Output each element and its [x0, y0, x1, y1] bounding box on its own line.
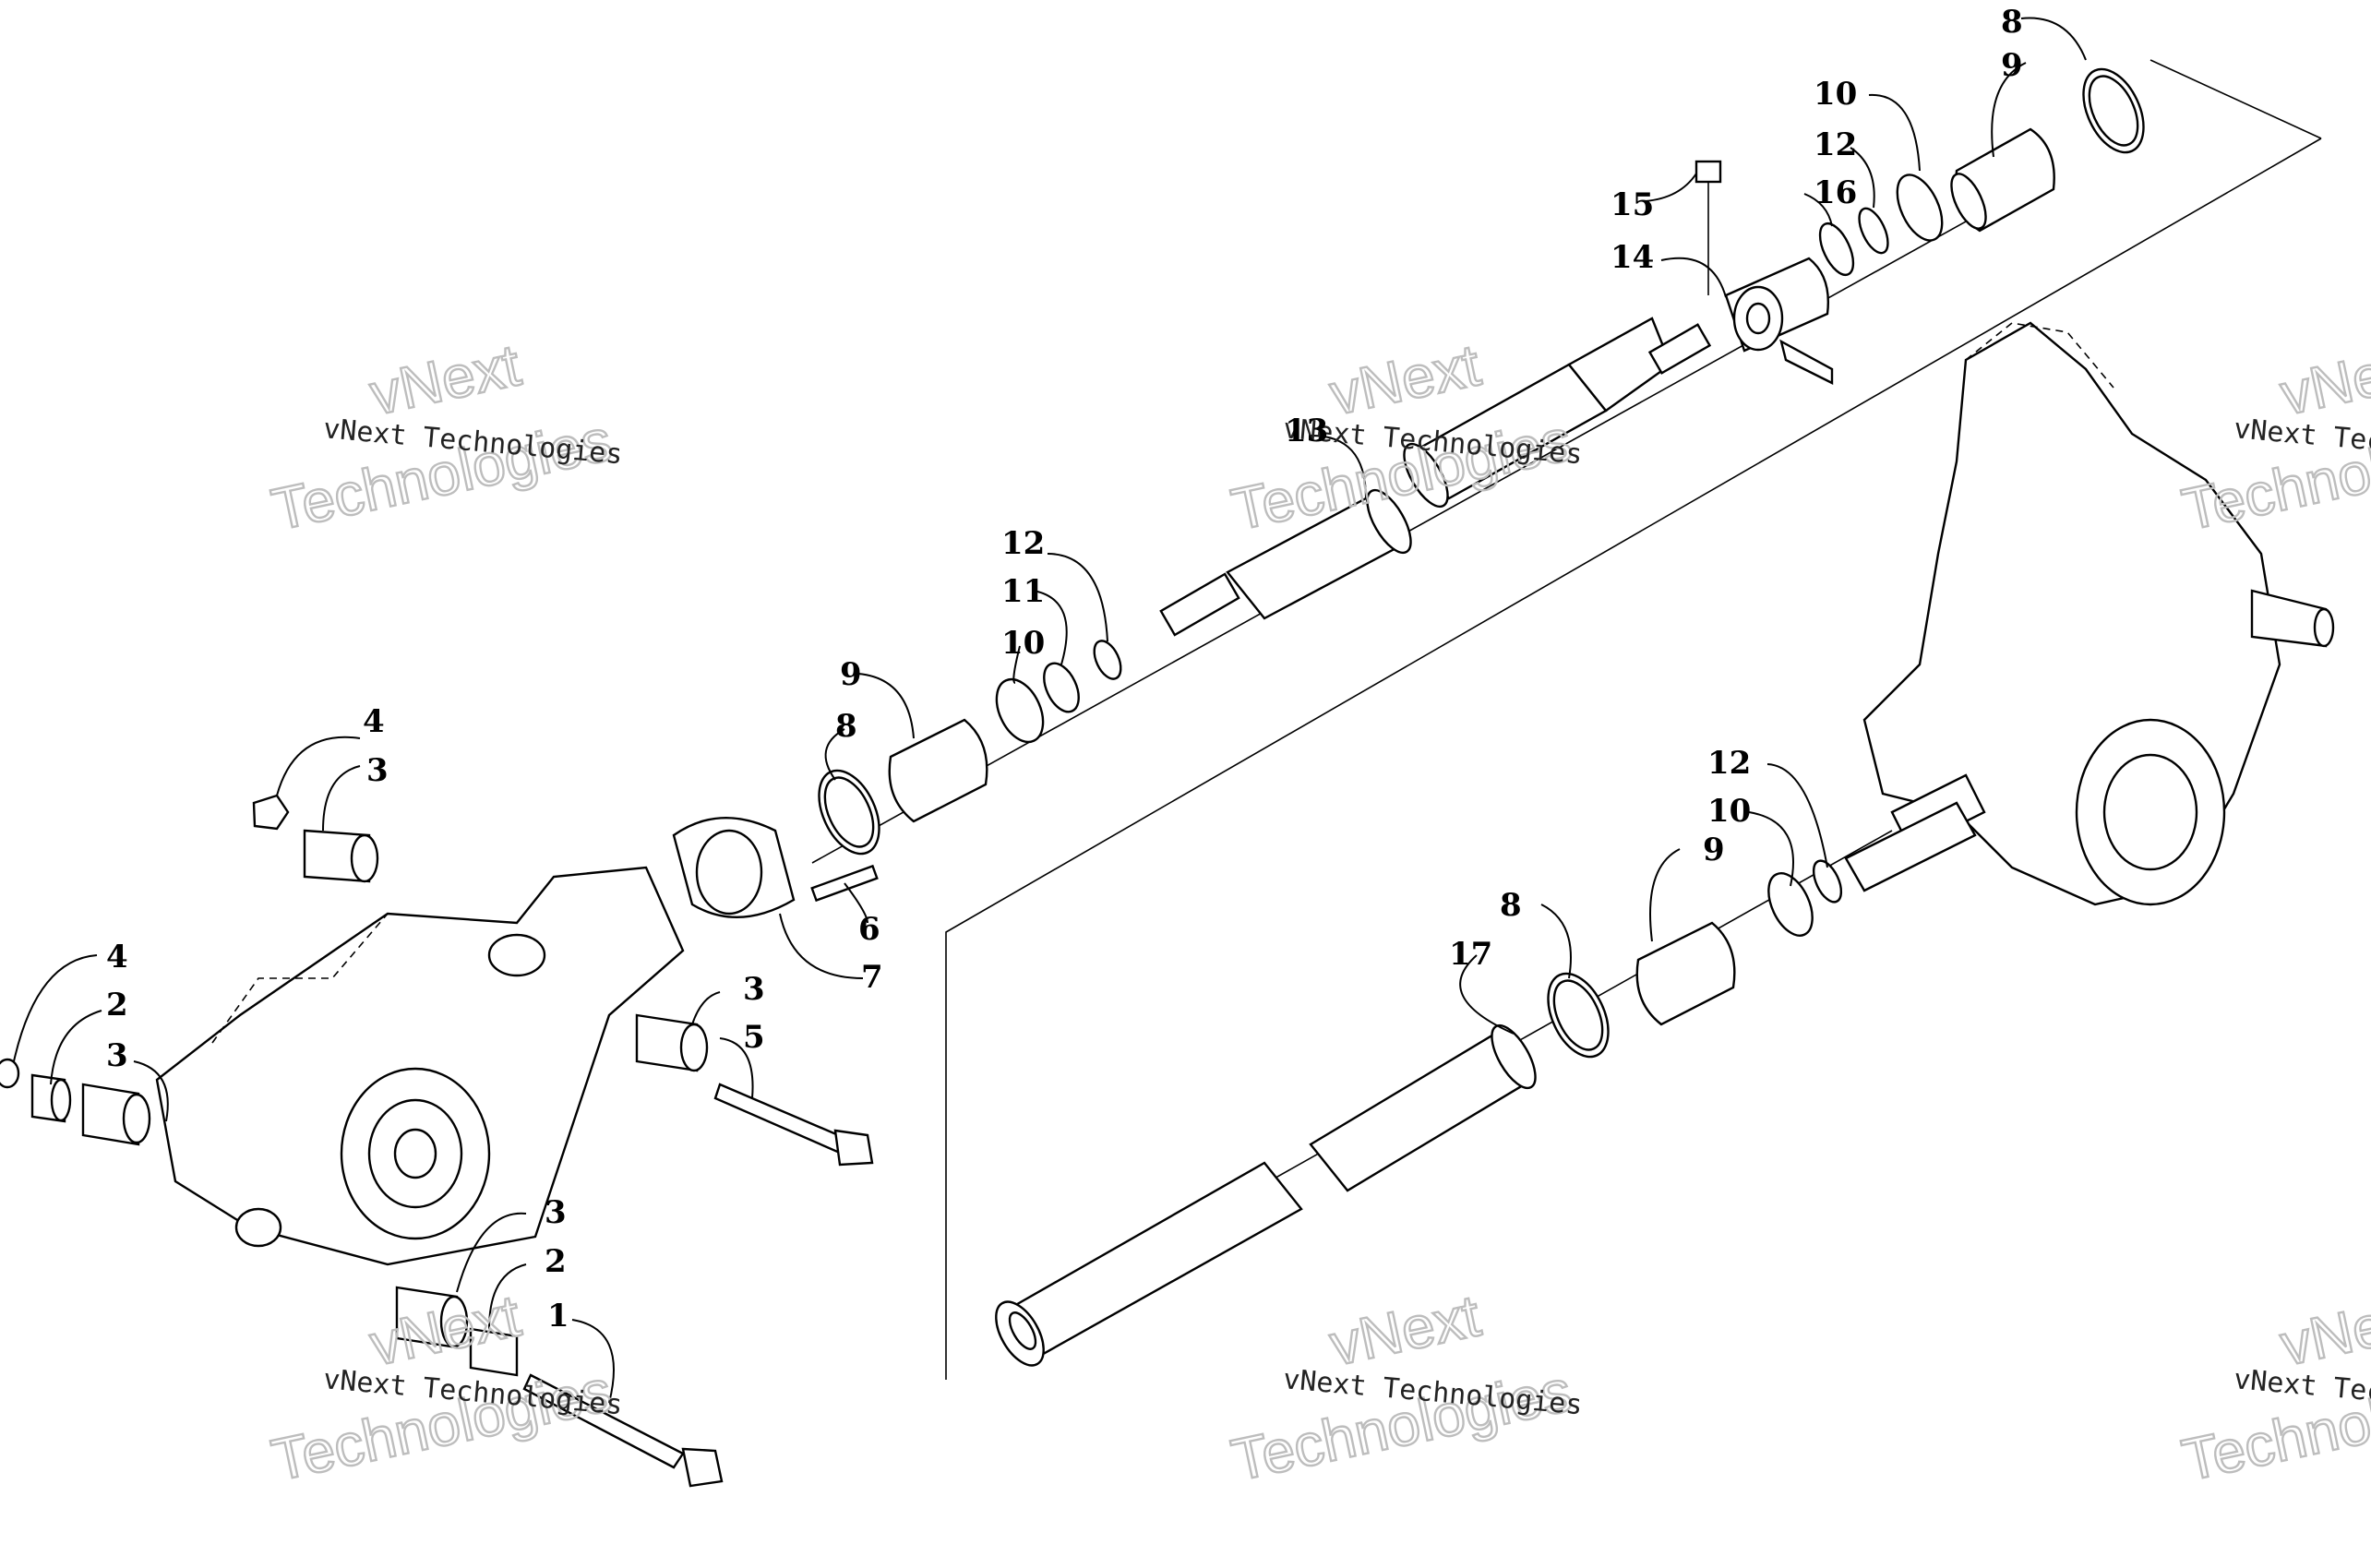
watermark-6: vNext Technologies vNext Technologies [2175, 1281, 2371, 1495]
callout-15: 15 [1611, 186, 1654, 223]
watermark-big-5: vNext [2275, 331, 2371, 427]
lower-group-frame [945, 138, 2322, 1380]
left-bushings [0, 1058, 151, 1146]
upper-shaft-assembly [672, 67, 2145, 918]
bearing-housing [1724, 257, 1834, 385]
callout-13: 13 [1285, 413, 1328, 449]
callout-12-mid: 12 [1001, 525, 1045, 562]
left-gearcase-assembly [0, 794, 874, 1488]
callout-2-left: 2 [106, 987, 128, 1023]
bolt-5 [713, 1083, 874, 1167]
right-gearcase-assembly [1862, 321, 2335, 906]
watermark-big-1: vNext [365, 331, 526, 427]
bolt-15 [1694, 160, 1722, 295]
watermark-1: vNext Technologies vNext Technologies [265, 330, 624, 545]
callout-8-mid: 8 [835, 708, 857, 745]
callout-10-mid: 10 [1001, 625, 1045, 662]
callout-12-top: 12 [1814, 126, 1857, 163]
callout-3-right: 3 [743, 971, 765, 1008]
callout-16: 16 [1814, 174, 1857, 211]
callout-17: 17 [1449, 936, 1492, 973]
callout-3-upper: 3 [366, 752, 389, 789]
callout-10-low: 10 [1707, 793, 1751, 830]
right-bushing [635, 1013, 709, 1072]
upper-bushing [252, 794, 379, 883]
callout-6: 6 [858, 911, 880, 948]
watermark-big-3: vNext [1324, 331, 1486, 427]
callout-9-top: 9 [2001, 47, 2023, 84]
callout-1: 1 [547, 1298, 569, 1335]
lower-group-frame-edge [2149, 59, 2322, 139]
callout-7: 7 [861, 959, 883, 996]
flange-7 [672, 817, 796, 918]
callout-12-low: 12 [1707, 745, 1751, 782]
callout-5: 5 [743, 1019, 765, 1056]
watermark-3: vNext Technologies vNext Technologies [2175, 330, 2371, 545]
callout-9-mid: 9 [840, 656, 862, 693]
callout-labels: 8 9 10 12 16 15 14 13 12 11 10 9 8 4 3 6… [106, 4, 2023, 1335]
leader-lines [13, 17, 2087, 1404]
watermark-2: vNext Technologies vNext Technologies [1225, 330, 1584, 545]
callout-4-lower: 4 [106, 939, 128, 976]
callout-3-bottom: 3 [545, 1194, 567, 1231]
callout-8-top: 8 [2001, 4, 2023, 41]
callout-11: 11 [1001, 573, 1045, 610]
callout-3-left: 3 [106, 1037, 128, 1074]
watermark-5: vNext Technologies vNext Technologies [1225, 1281, 1584, 1495]
watermark-big-9: vNext [1324, 1282, 1486, 1378]
callout-14: 14 [1611, 239, 1654, 276]
callout-2-bottom: 2 [545, 1243, 567, 1280]
callout-9-low: 9 [1703, 832, 1725, 868]
bottom-bushings [395, 1286, 724, 1488]
watermark-4: vNext Technologies vNext Technologies [265, 1281, 624, 1495]
lower-shaft-assembly [995, 801, 1977, 1367]
callout-10-top: 10 [1814, 76, 1857, 113]
watermark-big-11: vNext [2275, 1282, 2371, 1378]
callout-4-upper: 4 [363, 703, 385, 740]
callout-8-low: 8 [1500, 887, 1522, 924]
